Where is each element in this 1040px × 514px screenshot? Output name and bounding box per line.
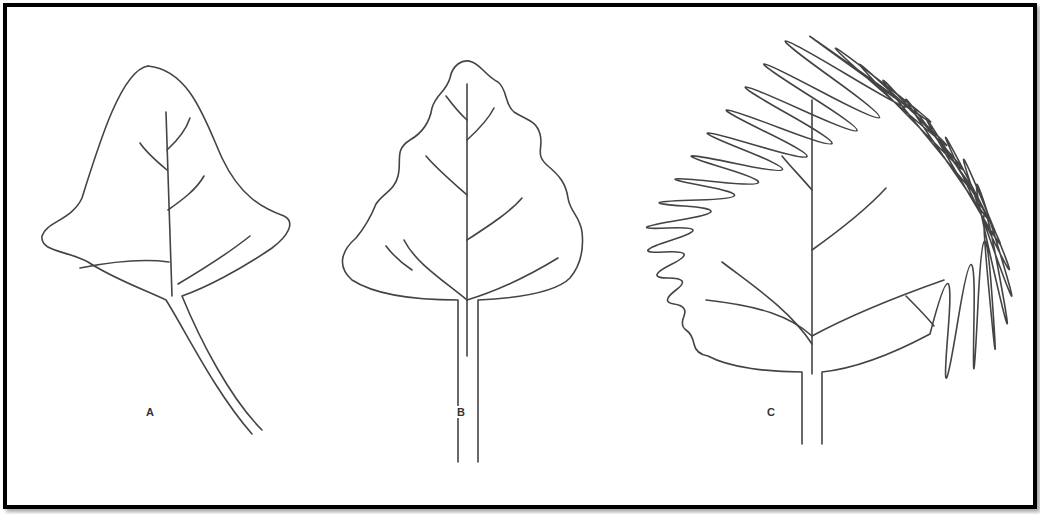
leaf-letter: A [145, 406, 155, 418]
leaf-letter: C [766, 406, 776, 418]
leaf-b [342, 61, 582, 462]
leaf-letter: B [456, 406, 466, 418]
leaf-c [647, 36, 1012, 444]
leaf-a [42, 66, 290, 434]
picture-frame [3, 3, 1037, 509]
